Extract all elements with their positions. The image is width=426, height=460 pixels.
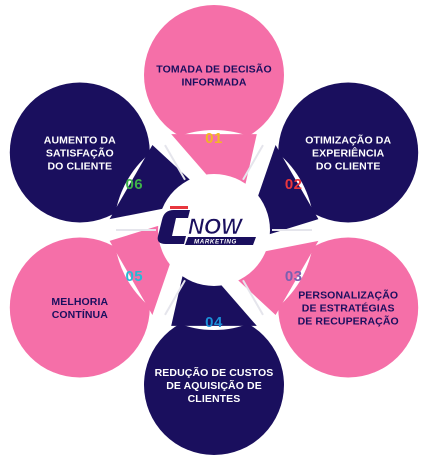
- hub-separator: [242, 144, 264, 181]
- logo-text: NOW: [188, 214, 244, 239]
- petal-05: [9, 237, 150, 378]
- hub-separator: [164, 144, 186, 181]
- petal-03: [278, 237, 419, 378]
- hub-center: [158, 174, 270, 286]
- center-hub: [109, 130, 319, 330]
- hub-separator: [164, 279, 186, 316]
- hub-separator: [242, 279, 264, 316]
- logo-sub-bar: [185, 237, 256, 245]
- petal-04: [144, 315, 284, 455]
- logo-subtext: MARKETING: [194, 239, 237, 246]
- petal-layer: [9, 5, 419, 455]
- step-number-05: 05: [125, 268, 143, 285]
- petal-01: [144, 5, 284, 145]
- step-number-04: 04: [205, 314, 223, 331]
- petal-02: [278, 82, 419, 223]
- step-number-06: 06: [125, 176, 143, 193]
- petal-06: [9, 82, 150, 223]
- step-number-01: 01: [205, 130, 223, 147]
- logo-accent: [170, 206, 188, 209]
- step-number-03: 03: [285, 268, 303, 285]
- logo-c-mark: [157, 210, 190, 244]
- step-number-02: 02: [285, 176, 303, 193]
